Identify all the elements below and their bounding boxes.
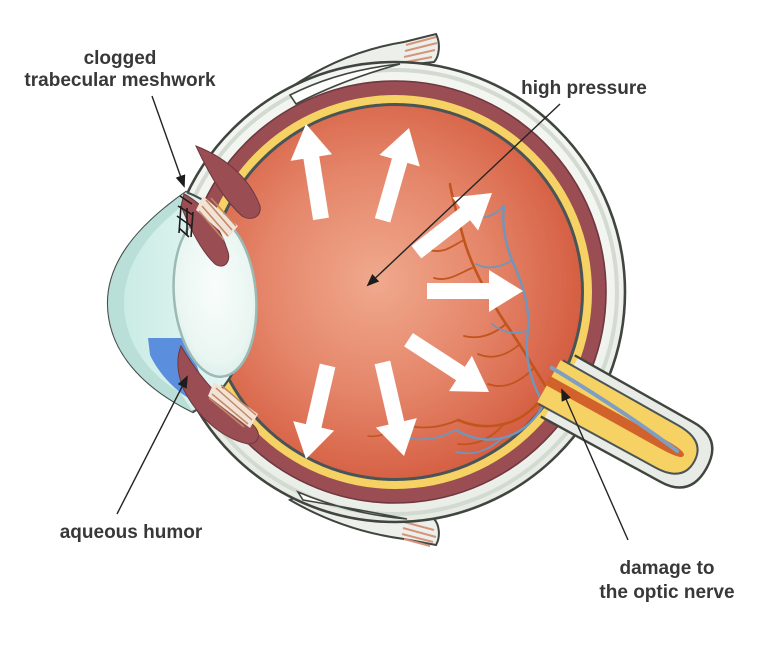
label-high-pressure: high pressure xyxy=(521,78,647,99)
optic-nerve-sheath-outline xyxy=(540,354,714,489)
leader-clogged-trabecular-meshwork xyxy=(151,95,186,188)
cornea xyxy=(108,192,193,412)
label-clogged-line2: trabecular meshwork xyxy=(24,70,216,91)
optic-nerve-central-vein xyxy=(549,365,680,454)
anterior-segment xyxy=(106,145,261,445)
episcleral-gap-bottom xyxy=(295,490,408,520)
label-damage-line2: the optic nerve xyxy=(599,582,734,603)
trabecular-meshwork-clog xyxy=(176,195,194,238)
optic-nerve-central-artery xyxy=(544,375,684,457)
label-aqueous-humor: aqueous humor xyxy=(60,522,203,543)
labels: clogged trabecular meshwork high pressur… xyxy=(24,48,734,603)
leader-high-pressure xyxy=(366,103,561,287)
leader-aqueous-humor xyxy=(116,375,188,515)
zonule-fibers-upper xyxy=(196,196,238,241)
optic-nerve xyxy=(537,354,714,489)
leader-damage-optic-nerve xyxy=(561,388,629,541)
label-clogged-line1: clogged xyxy=(84,48,157,69)
episcleral-gap-top xyxy=(288,63,401,106)
leader-lines xyxy=(116,95,629,541)
muscle-top-fiber-stripes xyxy=(403,36,438,63)
ciliary-body-upper xyxy=(195,145,261,219)
optic-nerve-fiber-outline xyxy=(538,359,699,475)
label-damage-line1: damage to xyxy=(619,558,714,579)
zonule-fibers-lower xyxy=(208,382,258,428)
muscle-bottom-fiber-stripes xyxy=(401,521,437,547)
